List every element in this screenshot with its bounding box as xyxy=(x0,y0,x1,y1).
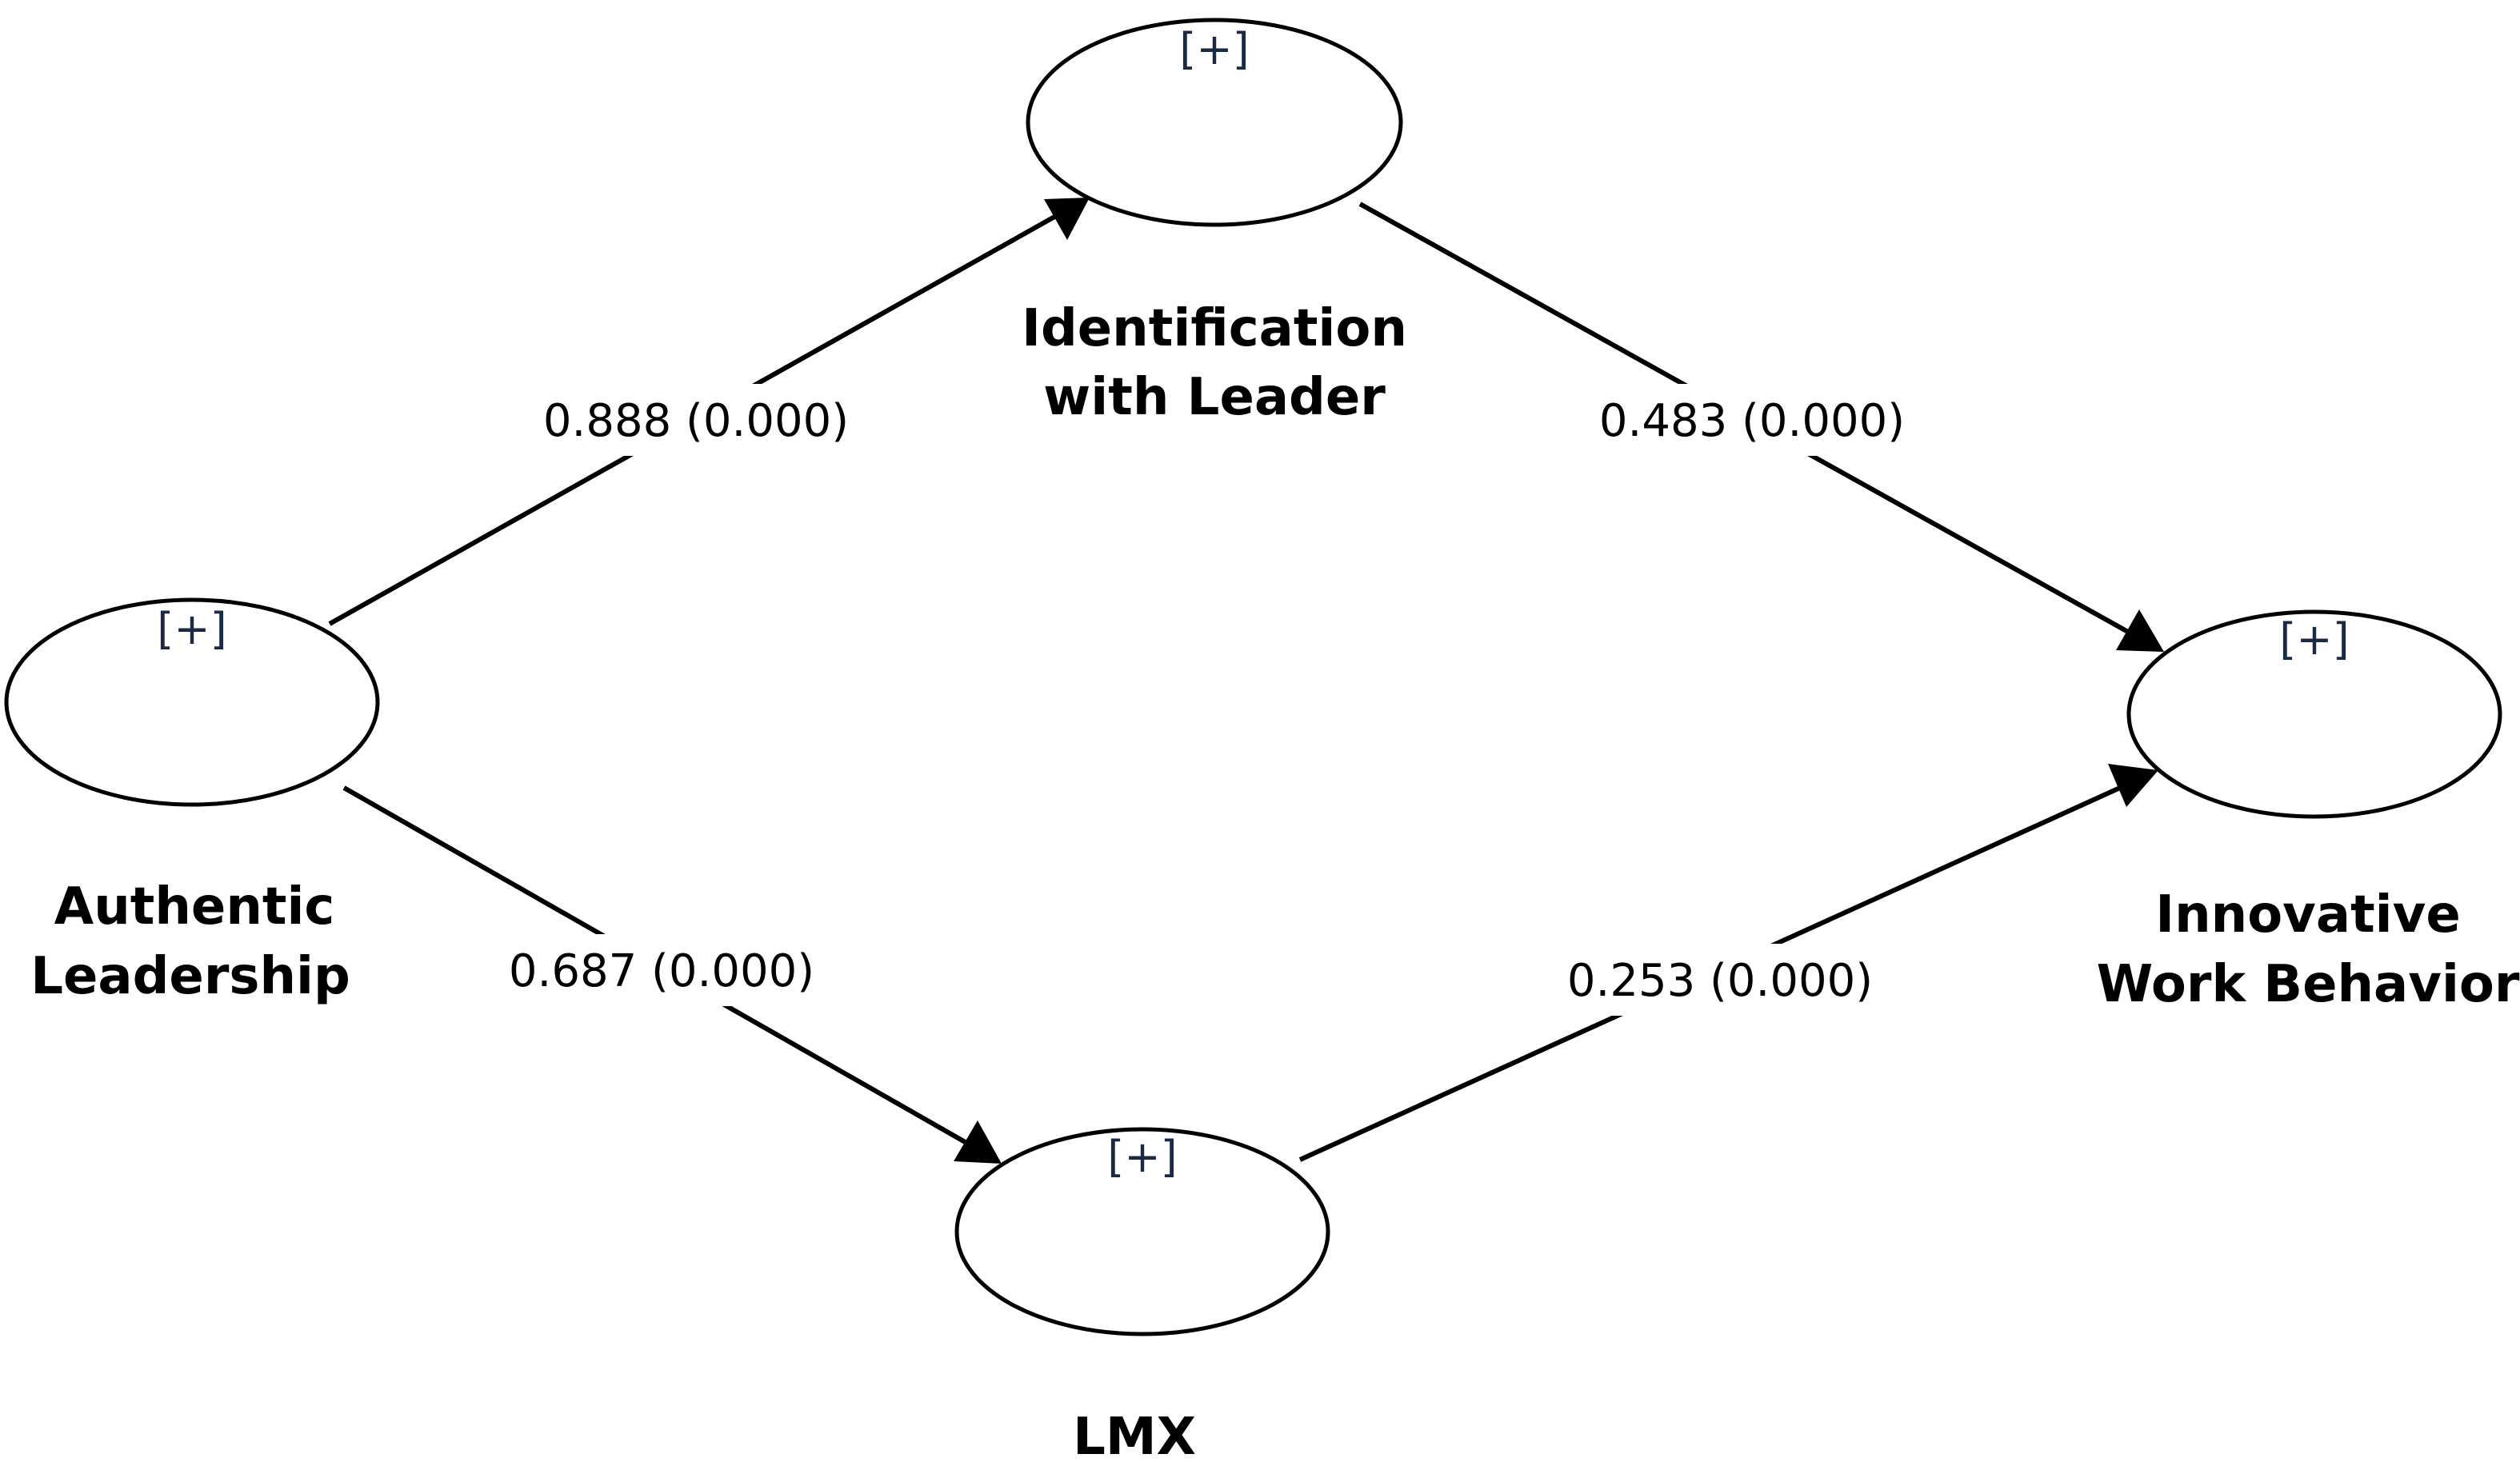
arrowhead-iwb-top-icon xyxy=(2116,609,2164,652)
node-authentic-label-line1: Authentic xyxy=(54,877,335,937)
node-innovative[interactable]: [+] Innovative Work Behavior xyxy=(2097,609,2520,1014)
expand-marker-identification-icon[interactable]: [+] xyxy=(1179,24,1249,74)
expand-marker-innovative-icon[interactable]: [+] xyxy=(2279,614,2349,665)
node-identification[interactable]: [+] Identification with Leader xyxy=(1022,18,1407,427)
expand-marker-authentic-icon[interactable]: [+] xyxy=(157,604,226,654)
coef-al-to-lmx: 0.687 (0.000) xyxy=(509,945,814,997)
node-innovative-label-line1: Innovative xyxy=(2155,885,2460,945)
node-authentic-ellipse[interactable] xyxy=(4,597,380,807)
arrowhead-iwl-icon xyxy=(1044,198,1090,240)
coef-lmx-to-iwb: 0.253 (0.000) xyxy=(1567,955,1873,1007)
node-authentic-label-line2: Leadership xyxy=(30,947,350,1006)
node-innovative-ellipse[interactable] xyxy=(2126,609,2502,819)
expand-marker-lmx-icon[interactable]: [+] xyxy=(1107,1132,1177,1182)
node-identification-label-line1: Identification xyxy=(1022,299,1407,358)
node-lmx[interactable]: [+] LMX xyxy=(954,1127,1330,1462)
arrowhead-iwb-bottom-icon xyxy=(2108,764,2158,807)
node-identification-label-line2: with Leader xyxy=(1043,368,1386,427)
node-innovative-label-line2: Work Behavior xyxy=(2097,955,2520,1014)
coef-iwl-to-iwb: 0.483 (0.000) xyxy=(1599,395,1905,447)
node-identification-ellipse[interactable] xyxy=(1026,18,1403,227)
node-authentic[interactable]: [+] Authentic Leadership xyxy=(4,597,380,1006)
edge-labels: 0.888 (0.000) 0.483 (0.000) 0.687 (0.000… xyxy=(480,384,1928,1016)
coef-al-to-iwl: 0.888 (0.000) xyxy=(543,395,849,447)
node-lmx-label: LMX xyxy=(1073,1408,1196,1462)
arrowhead-lmx-icon xyxy=(954,1120,1002,1164)
node-lmx-ellipse[interactable] xyxy=(954,1127,1330,1336)
